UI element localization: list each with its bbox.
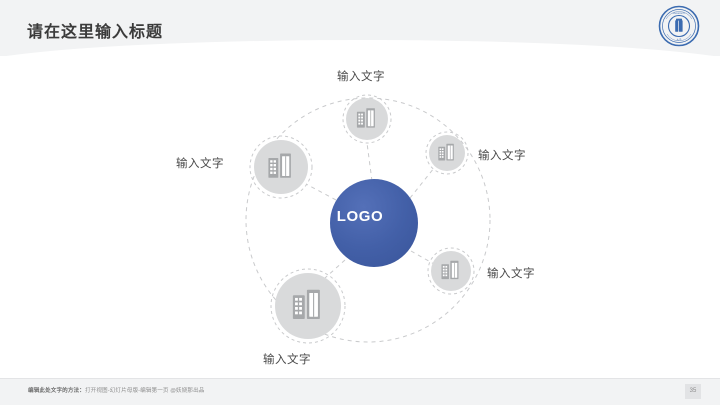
spoke-to-node-left (305, 183, 337, 201)
building-icon-bottom-right (441, 260, 459, 280)
node-label-top-right: 输入文字 (478, 150, 526, 162)
spoke-connectors (305, 142, 435, 279)
footer-note: 编辑此处文字的方法：打开视图-幻灯片母版-编辑第一页 @妖娆那出品 (28, 386, 205, 394)
node-label-bottom-right: 输入文字 (487, 268, 535, 280)
node-halos (249, 94, 475, 344)
node-label-top: 输入文字 (337, 71, 385, 83)
node-label-left: 输入文字 (176, 158, 224, 170)
building-icon-top-right (438, 143, 454, 161)
outer-dashed-ring (245, 97, 491, 343)
svg-text:大 学: 大 学 (677, 37, 682, 41)
building-icon-bottom-left (292, 289, 320, 319)
footer-note-bold: 编辑此处文字的方法： (28, 388, 85, 394)
footer-note-rest: 打开视图-幻灯片母版-编辑第一页 @妖娆那出品 (84, 388, 205, 394)
spoke-to-node-bottom-right (410, 250, 435, 265)
university-emblem-icon: UNIVERSITY 大 学 (658, 5, 700, 47)
node-discs (254, 98, 471, 339)
spoke-to-node-bottom-left (324, 259, 346, 279)
header-curve-decoration (0, 40, 720, 56)
page-number-badge: 35 (685, 384, 701, 399)
spoke-to-node-top (366, 142, 373, 182)
slide-header (0, 0, 720, 56)
building-icon-left (268, 153, 291, 178)
page-title: 请在这里输入标题 (27, 24, 164, 41)
hub-circle[interactable] (330, 179, 418, 267)
svg-text:UNIVERSITY: UNIVERSITY (673, 13, 686, 15)
spoke-to-node-top-right (409, 167, 435, 199)
diagram-graphics (245, 94, 491, 344)
node-label-bottom-left: 输入文字 (263, 354, 311, 366)
slide-footer: 编辑此处文字的方法：打开视图-幻灯片母版-编辑第一页 @妖娆那出品 35 (0, 378, 720, 405)
building-icon-top (356, 108, 375, 128)
hub-and-spoke-diagram: LOGO 输入文字 输入文字 输入文字 输入文字 输入文字 (0, 48, 720, 368)
